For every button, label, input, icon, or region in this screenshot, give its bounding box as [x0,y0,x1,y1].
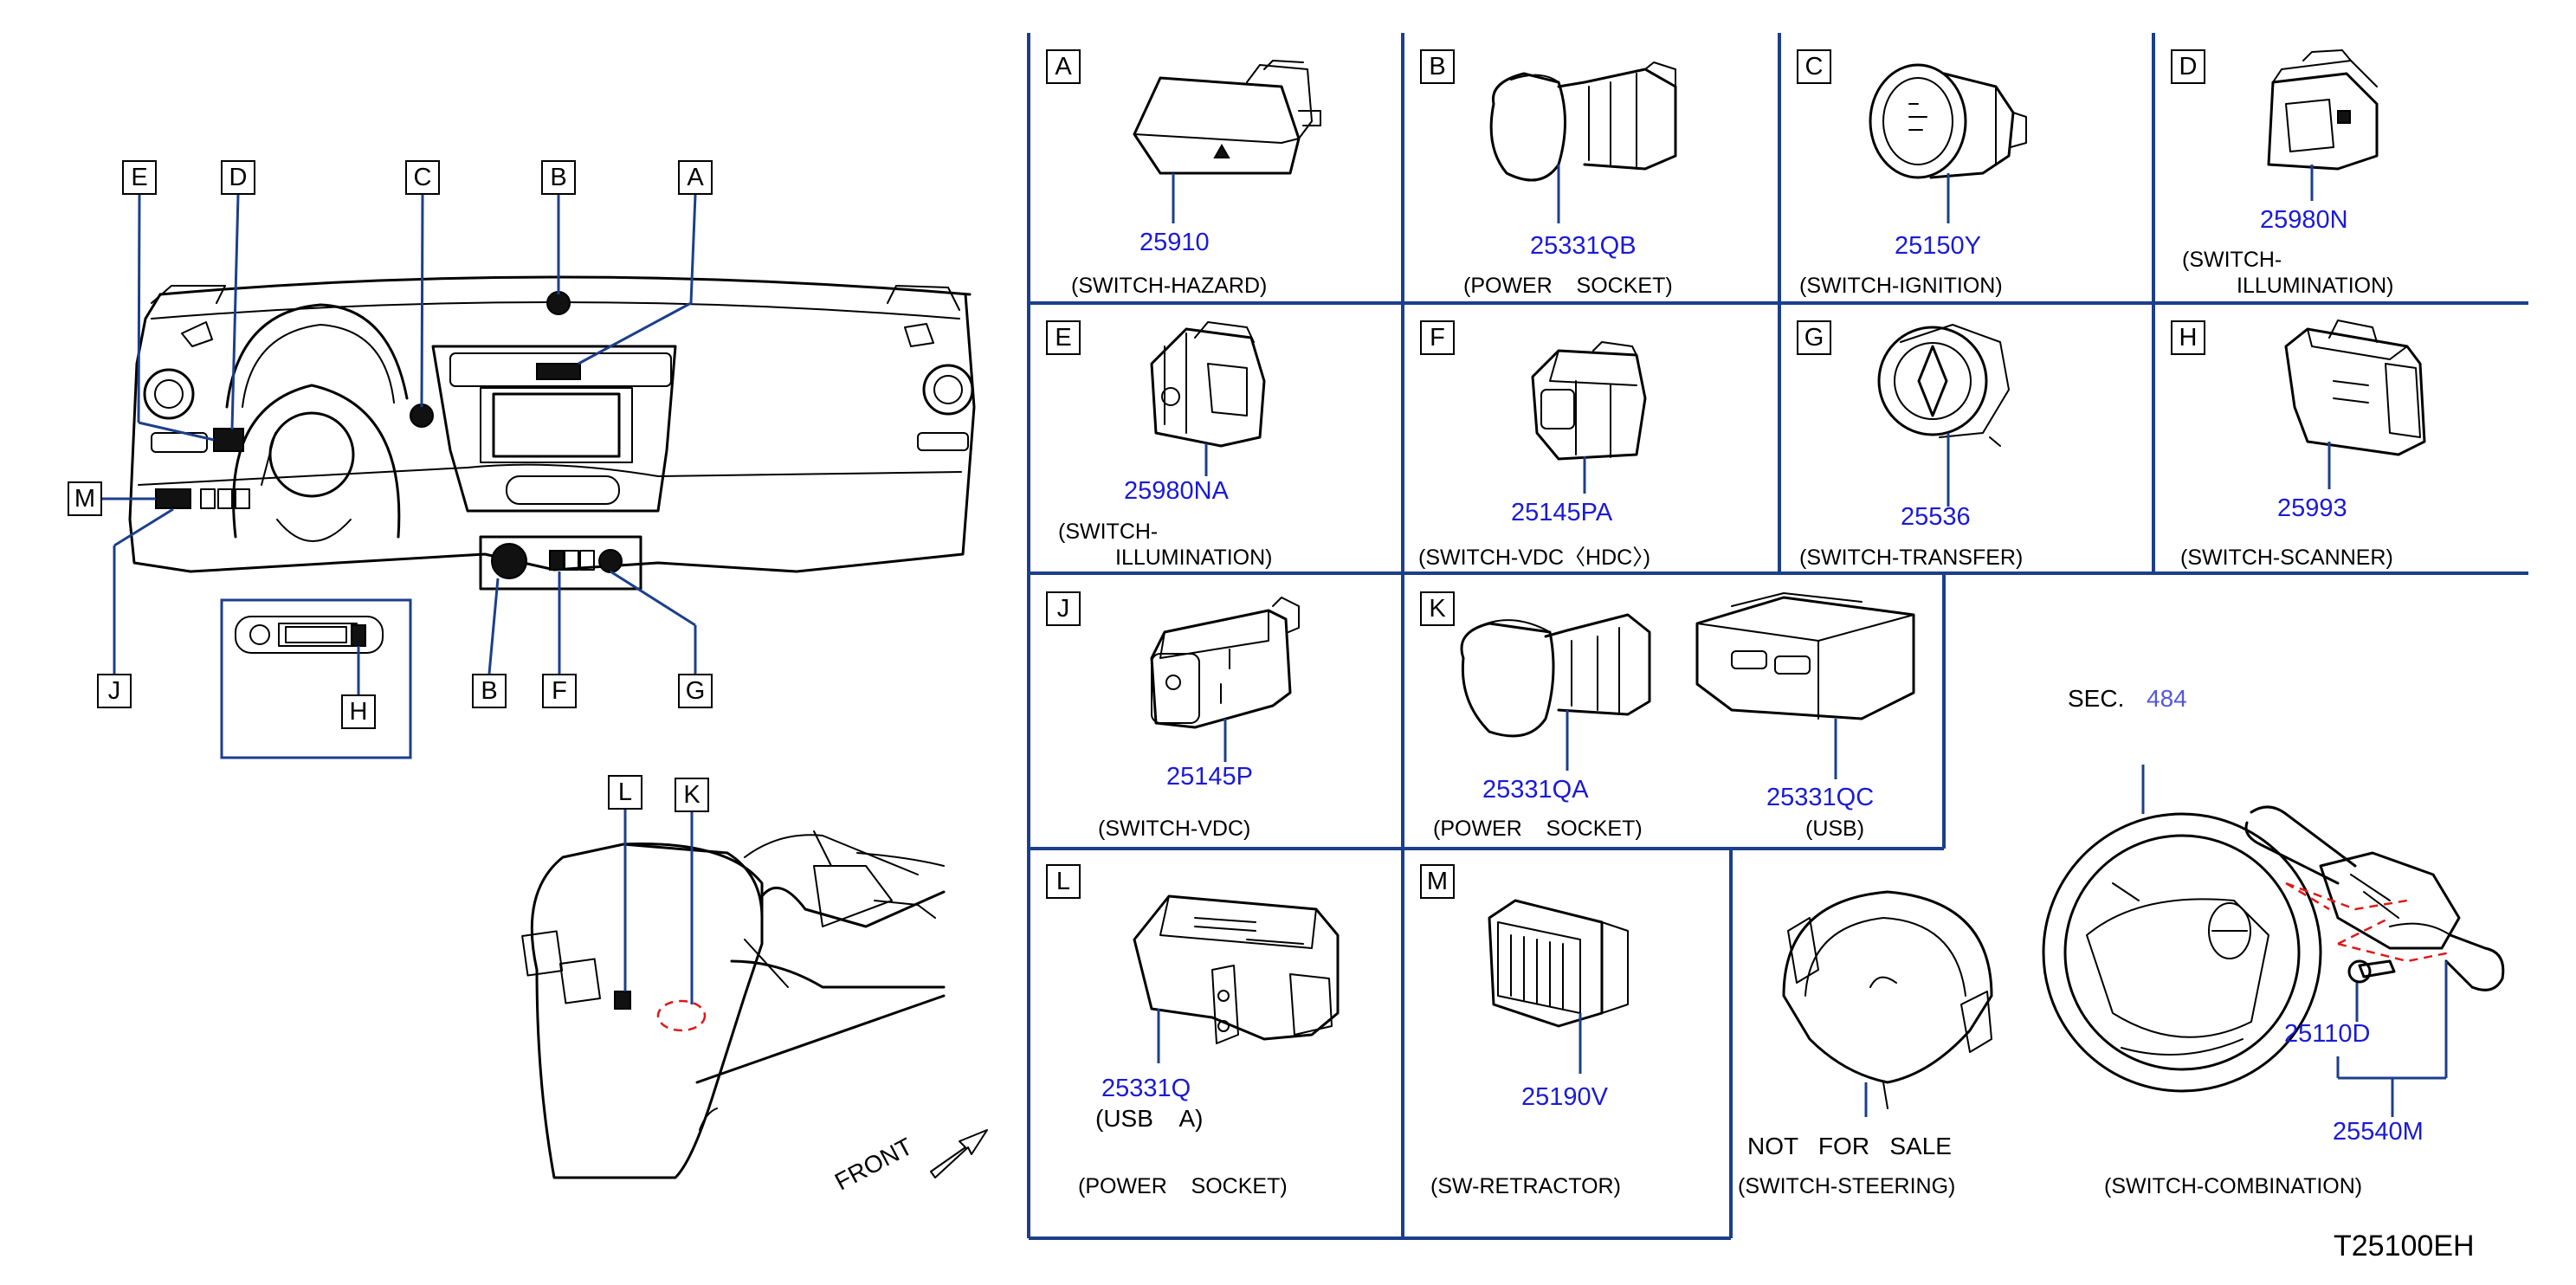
combination-switch-drawing [2244,805,2505,1117]
cell-leaders [1157,165,2331,1074]
part-drawing-c [1869,63,2027,179]
part-drawing-j [1150,597,1300,729]
part-drawing-a [1133,60,1321,175]
console-illustration [521,830,946,1179]
leader-lines [102,194,697,1004]
steering-switch-drawing [1782,890,1993,1109]
part-drawing-g [1877,324,2010,447]
part-drawing-h [2284,320,2426,456]
steering-wheel-drawing [2042,812,2322,1093]
part-drawing-d [2267,49,2379,171]
part-drawing-e [1150,321,1266,448]
part-drawing-b [1489,61,1677,182]
catalog-grid [1027,33,2528,1240]
part-drawing-k [1460,592,1915,738]
part-drawing-f [1531,341,1647,461]
part-drawing-l [1133,894,1340,1044]
front-arrow [930,1129,988,1178]
dashboard-illustration [128,275,976,591]
scanner-inset [220,598,412,759]
part-drawing-m [1488,899,1629,1028]
